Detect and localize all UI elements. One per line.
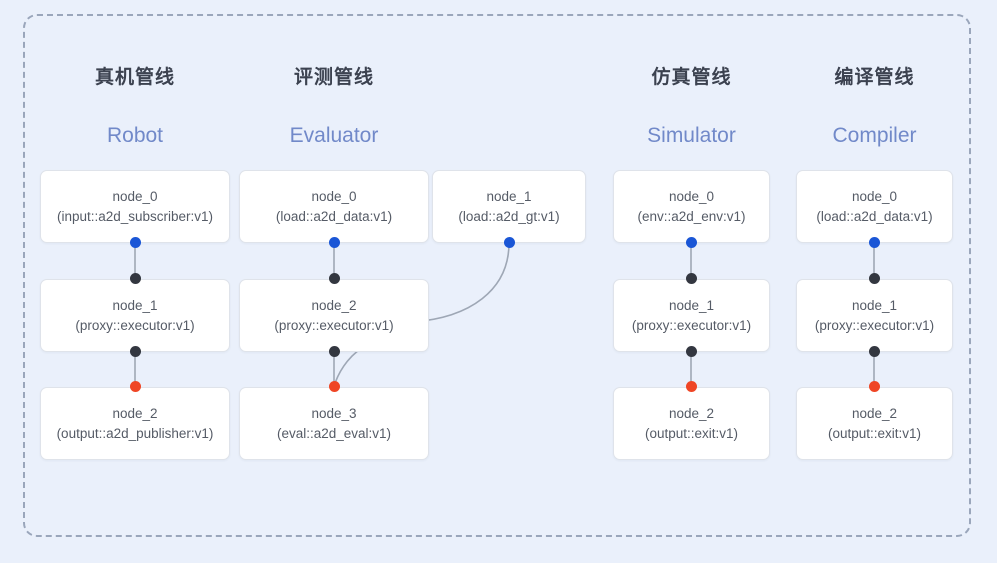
diagram-dashed-frame: [23, 14, 971, 537]
node-label-type: (output::exit:v1): [644, 425, 739, 441]
node-label-name: node_2: [311, 297, 357, 313]
node-label-name: node_3: [311, 405, 357, 421]
port-dot-simulator-1-input[interactable]: [685, 273, 697, 284]
node-label-name: node_2: [668, 405, 715, 421]
node-compiler-1[interactable]: node_1 (proxy::executor:v1): [796, 279, 953, 352]
node-robot-2[interactable]: node_2 (output::a2d_publisher:v1): [40, 387, 230, 460]
port-dot-evaluator-0-output[interactable]: [328, 237, 340, 248]
node-compiler-0[interactable]: node_0 (load::a2d_data:v1): [796, 170, 953, 243]
node-label-type: (output::a2d_publisher:v1): [56, 425, 214, 441]
node-evaluator-3[interactable]: node_3 (eval::a2d_eval:v1): [239, 387, 429, 460]
column-title-cn-simulator: 仿真管线: [651, 67, 732, 88]
node-evaluator-1[interactable]: node_1 (load::a2d_gt:v1): [432, 170, 586, 243]
port-dot-compiler-2-input[interactable]: [868, 381, 880, 392]
node-label-name: node_0: [112, 188, 158, 204]
node-label-type: (load::a2d_data:v1): [816, 208, 933, 224]
node-evaluator-2[interactable]: node_2 (proxy::executor:v1): [239, 279, 429, 352]
port-dot-evaluator-2-output[interactable]: [328, 346, 340, 357]
node-compiler-2[interactable]: node_2 (output::exit:v1): [796, 387, 953, 460]
port-dot-robot-2-input[interactable]: [129, 381, 141, 392]
column-title-en-simulator: Simulator: [647, 124, 736, 147]
node-label-type: (eval::a2d_eval:v1): [276, 425, 392, 441]
node-label-name: node_0: [851, 188, 898, 204]
node-label-type: (proxy::executor:v1): [814, 317, 935, 333]
node-label-name: node_1: [486, 188, 532, 204]
node-simulator-2[interactable]: node_2 (output::exit:v1): [613, 387, 770, 460]
port-dot-simulator-0-output[interactable]: [685, 237, 697, 248]
node-label-name: node_1: [668, 297, 715, 313]
port-dot-compiler-1-input[interactable]: [868, 273, 880, 284]
node-label-type: (input::a2d_subscriber:v1): [56, 208, 214, 224]
column-title-cn-compiler: 编译管线: [834, 67, 915, 88]
node-label-name: node_1: [851, 297, 898, 313]
column-title-cn-robot: 真机管线: [94, 67, 175, 88]
node-label-name: node_2: [851, 405, 898, 421]
node-robot-1[interactable]: node_1 (proxy::executor:v1): [40, 279, 230, 352]
node-label-name: node_1: [112, 297, 158, 313]
node-label-name: node_0: [668, 188, 715, 204]
node-evaluator-0[interactable]: node_0 (load::a2d_data:v1): [239, 170, 429, 243]
node-label-type: (load::a2d_data:v1): [275, 208, 393, 224]
node-label-type: (proxy::executor:v1): [631, 317, 752, 333]
port-dot-evaluator-2-input[interactable]: [328, 273, 340, 284]
node-label-type: (env::a2d_env:v1): [637, 208, 746, 224]
node-label-type: (output::exit:v1): [827, 425, 922, 441]
column-title-en-robot: Robot: [106, 124, 164, 147]
port-dot-simulator-2-input[interactable]: [685, 381, 697, 392]
port-dot-robot-1-input[interactable]: [129, 273, 141, 284]
port-dot-compiler-1-output[interactable]: [868, 346, 880, 357]
node-robot-0[interactable]: node_0 (input::a2d_subscriber:v1): [40, 170, 230, 243]
port-dot-evaluator-3-input[interactable]: [328, 381, 340, 392]
port-dot-simulator-1-output[interactable]: [685, 346, 697, 357]
node-label-name: node_0: [311, 188, 357, 204]
column-title-cn-evaluator: 评测管线: [293, 67, 374, 88]
port-dot-evaluator-1-output[interactable]: [503, 237, 515, 248]
node-simulator-1[interactable]: node_1 (proxy::executor:v1): [613, 279, 770, 352]
port-dot-compiler-0-output[interactable]: [868, 237, 880, 248]
column-title-en-evaluator: Evaluator: [289, 124, 379, 147]
node-label-type: (proxy::executor:v1): [274, 317, 394, 333]
column-title-en-compiler: Compiler: [832, 124, 917, 147]
node-label-name: node_2: [112, 405, 158, 421]
node-label-type: (load::a2d_gt:v1): [458, 208, 560, 224]
node-label-type: (proxy::executor:v1): [75, 317, 195, 333]
node-simulator-0[interactable]: node_0 (env::a2d_env:v1): [613, 170, 770, 243]
port-dot-robot-1-output[interactable]: [129, 346, 141, 357]
port-dot-robot-0-output[interactable]: [129, 237, 141, 248]
